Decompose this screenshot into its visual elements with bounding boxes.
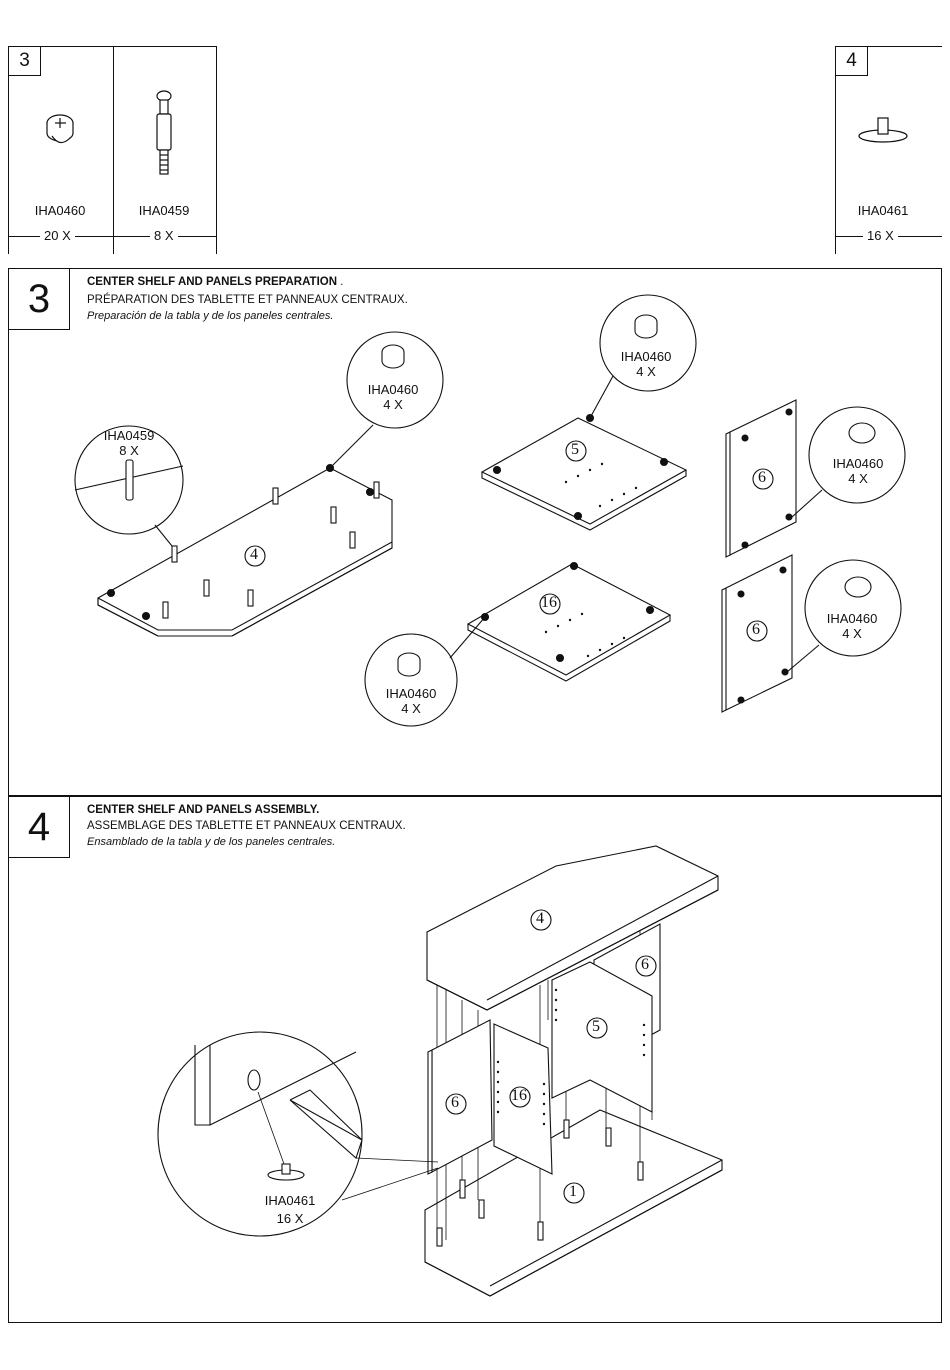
part-number: 5 — [592, 1018, 600, 1035]
part-number: 6 — [752, 621, 760, 638]
step-number: 4 — [8, 796, 70, 858]
step-number: 3 — [8, 268, 70, 330]
parts-divider — [113, 46, 114, 254]
parts-group-right — [835, 46, 942, 254]
parts-group-left — [8, 46, 217, 254]
step-title-en: CENTER SHELF AND PANELS ASSEMBLY. — [87, 804, 320, 816]
part-number: 5 — [571, 441, 579, 458]
part-number: 1 — [569, 1183, 577, 1200]
part-number: 4 — [250, 546, 258, 563]
step-title-fr: PRÉPARATION DES TABLETTE ET PANNEAUX CEN… — [87, 294, 408, 306]
part-qty: 20 X — [40, 228, 75, 243]
step-title-es: Preparación de la tabla y de los paneles… — [87, 310, 334, 322]
step3-panel — [8, 268, 942, 796]
part-number: 16 — [511, 1087, 527, 1104]
part-number: 4 — [536, 910, 544, 927]
part-number: 6 — [451, 1094, 459, 1111]
part-qty: 16 X — [863, 228, 898, 243]
part-qty: 8 X — [150, 228, 178, 243]
step-title-en: CENTER SHELF AND PANELS PREPARATION . — [87, 276, 344, 288]
step-title-es: Ensamblado de la tabla y de los paneles … — [87, 836, 336, 848]
part-number: 16 — [541, 594, 557, 611]
parts-group-number: 4 — [835, 46, 868, 76]
part-number: 6 — [641, 956, 649, 973]
step4-panel — [8, 796, 942, 1323]
part-code: IHA0461 — [857, 203, 909, 218]
step-title-fr: ASSEMBLAGE DES TABLETTE ET PANNEAUX CENT… — [87, 820, 406, 832]
parts-group-number: 3 — [8, 46, 41, 76]
part-code: IHA0460 — [34, 203, 86, 218]
part-number: 6 — [758, 469, 766, 486]
part-code: IHA0459 — [138, 203, 190, 218]
